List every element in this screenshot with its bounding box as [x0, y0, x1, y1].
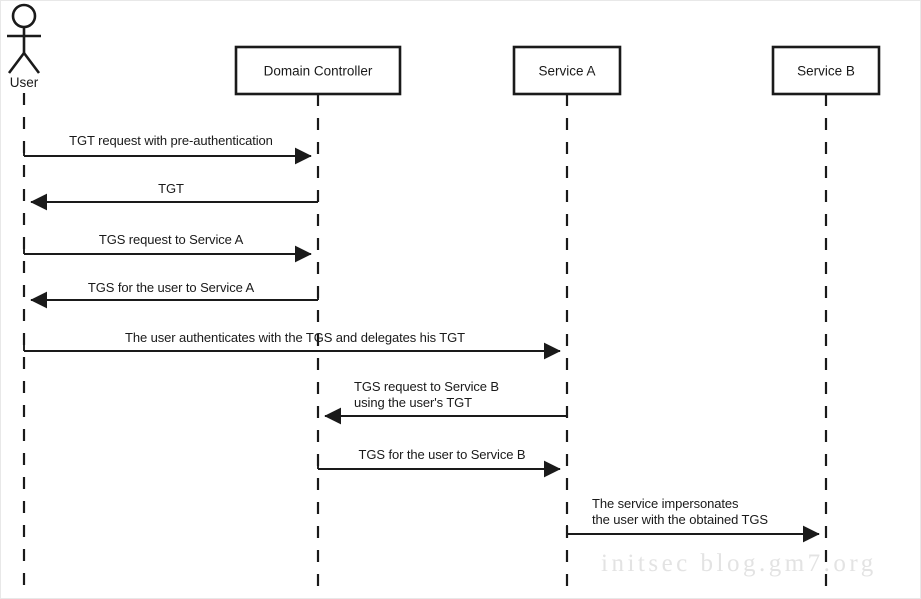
message-label-1: TGT request with pre-authentication	[69, 133, 273, 148]
message-arrow-2[interactable]	[30, 193, 319, 211]
message-label-7: TGS for the user to Service B	[358, 447, 526, 462]
participant-label-service-b: Service B	[797, 63, 855, 79]
message-label-8-line-1: The service impersonates	[592, 496, 739, 511]
message-arrow-6[interactable]	[324, 407, 568, 425]
participant-label-domain-controller: Domain Controller	[263, 63, 373, 79]
message-label-8-line-2: the user with the obtained TGS	[592, 512, 768, 527]
message-label-4: TGS for the user to Service A	[87, 280, 255, 295]
message-arrow-8[interactable]	[566, 525, 820, 543]
participant-label-service-a: Service A	[538, 63, 596, 79]
message-label-3: TGS request to Service A	[98, 232, 244, 247]
message-label-5: The user authenticates with the TGS and …	[125, 330, 465, 345]
message-arrow-7[interactable]	[317, 460, 561, 478]
message-arrow-1[interactable]	[23, 147, 312, 165]
participant-label-user: User	[9, 75, 39, 90]
watermark-text: initsec blog.gm7.org	[601, 550, 877, 577]
participant-box-service-a[interactable]	[512, 45, 622, 96]
actor-user-figure	[7, 3, 41, 74]
message-arrow-3[interactable]	[23, 245, 312, 263]
participant-box-domain-controller[interactable]	[234, 45, 402, 96]
message-label-2: TGT	[158, 181, 184, 196]
message-arrow-4[interactable]	[30, 291, 319, 309]
message-label-6-line-2: using the user's TGT	[354, 395, 473, 410]
message-label-6-line-1: TGS request to Service B	[354, 379, 499, 394]
message-arrow-5[interactable]	[23, 342, 561, 360]
participant-box-service-b[interactable]	[771, 45, 881, 96]
